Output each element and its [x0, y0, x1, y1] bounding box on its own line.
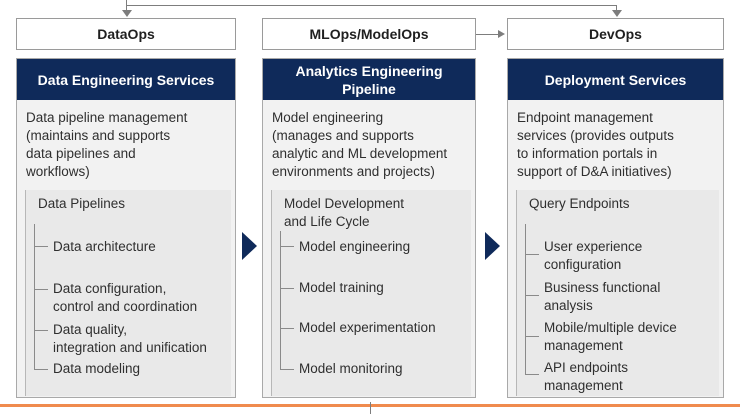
sub-block: Data Pipelines — [25, 190, 231, 396]
header-mlops: MLOps/ModelOps — [262, 18, 476, 50]
header-label: DataOps — [97, 26, 155, 42]
top-connector — [126, 5, 616, 6]
top-connector-right-drop — [616, 5, 617, 14]
tree-tick — [525, 374, 539, 375]
sub-block: Query Endpoints — [516, 190, 719, 396]
list-item: API endpoints management — [544, 360, 629, 393]
tree-tick — [280, 288, 294, 289]
tree-tick — [34, 369, 48, 370]
chevron-right-icon — [242, 232, 257, 260]
chevron-right-icon — [485, 232, 500, 260]
column-dataops: Data Engineering Services Data pipeline … — [16, 58, 236, 398]
tree-line — [280, 231, 281, 369]
tree-tick — [280, 328, 294, 329]
header-devops: DevOps — [507, 18, 724, 50]
column-title: Analytics Engineering Pipeline — [263, 59, 475, 100]
tree-line — [525, 224, 526, 374]
bottom-connector — [370, 402, 371, 414]
header-connector — [476, 34, 500, 35]
list-item: Business functional analysis — [544, 280, 661, 313]
list-item: Data architecture — [53, 239, 156, 254]
column-description: Data pipeline management (maintains and … — [26, 110, 188, 179]
sub-title: Query Endpoints — [529, 196, 630, 211]
column-title: Deployment Services — [508, 59, 723, 100]
list-item: Model training — [299, 280, 384, 295]
list-item: User experience configuration — [544, 239, 643, 272]
down-arrow-icon — [612, 10, 622, 17]
column-mlops: Analytics Engineering Pipeline Model eng… — [262, 58, 476, 398]
sub-title: Model Development and Life Cycle — [284, 196, 405, 229]
tree-tick — [34, 289, 48, 290]
list-item: Data modeling — [53, 361, 141, 376]
tree-tick — [525, 295, 539, 296]
down-arrow-icon — [122, 10, 132, 17]
list-item: Data quality, integration and unificatio… — [53, 322, 207, 355]
list-item: Model engineering — [299, 239, 411, 254]
header-label: DevOps — [589, 26, 642, 42]
tree-tick — [34, 246, 48, 247]
column-description: Model engineering (manages and supports … — [272, 110, 448, 179]
tree-tick — [280, 369, 294, 370]
top-connector-left-drop — [126, 0, 127, 14]
sub-block: Model Development and Life Cycle — [271, 190, 471, 396]
list-item: Model monitoring — [299, 361, 403, 376]
right-arrow-icon — [498, 30, 505, 38]
column-title: Data Engineering Services — [17, 59, 235, 100]
tree-tick — [525, 336, 539, 337]
tree-tick — [280, 246, 294, 247]
tree-line — [34, 224, 35, 370]
column-devops: Deployment Services Endpoint management … — [507, 58, 724, 398]
sub-title: Data Pipelines — [38, 196, 126, 211]
header-label: MLOps/ModelOps — [309, 26, 429, 42]
list-item: Data configuration, control and coordina… — [53, 281, 198, 314]
tree-tick — [34, 330, 48, 331]
list-item: Model experimentation — [299, 320, 436, 335]
tree-tick — [525, 254, 539, 255]
column-description: Endpoint management services (provides o… — [517, 110, 674, 179]
list-item: Mobile/multiple device management — [544, 320, 677, 353]
header-dataops: DataOps — [16, 18, 236, 50]
